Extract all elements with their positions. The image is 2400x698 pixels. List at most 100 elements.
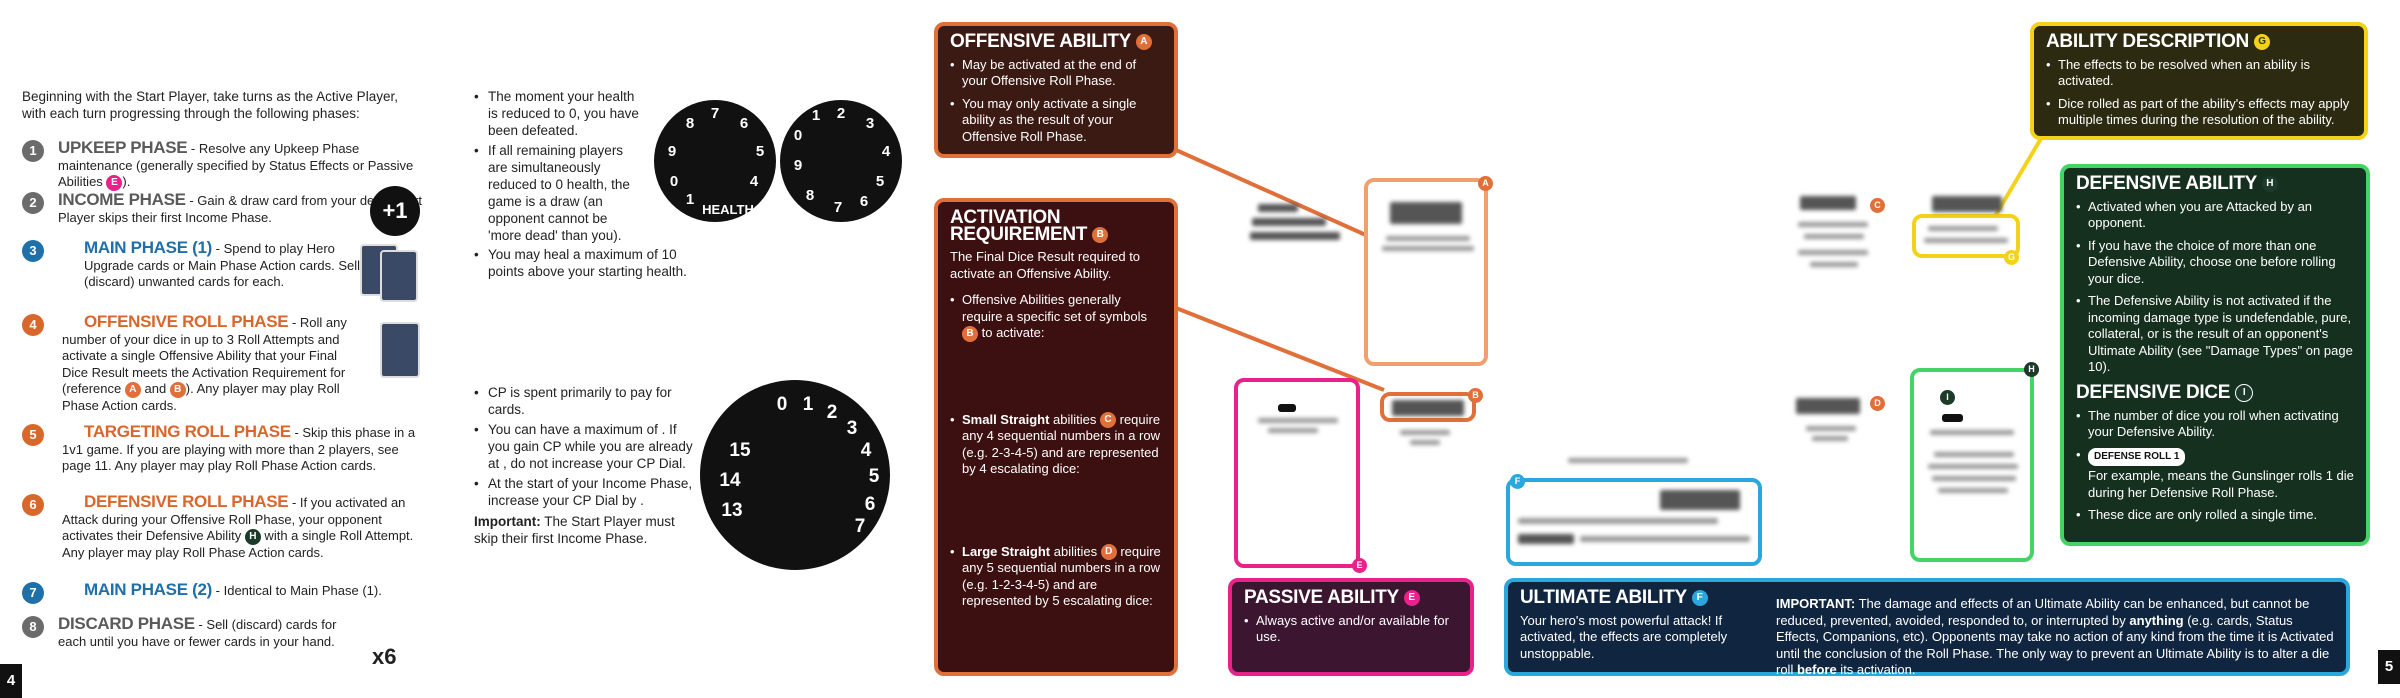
blurred-ultimate-label (1518, 534, 1574, 544)
defensive-dice-bullet: These dice are only rolled a single time… (2076, 507, 2354, 524)
blurred-text (1258, 418, 1338, 423)
phase-discard: 8 DISCARD PHASE - Sell (discard) cards f… (22, 614, 362, 650)
phase-offensive-roll: 4 OFFENSIVE ROLL PHASE - Roll any number… (22, 313, 362, 414)
svg-text:5: 5 (876, 173, 884, 190)
blurred-text (1928, 464, 2018, 469)
svg-text:4: 4 (882, 143, 891, 160)
defensive-bullet: The Defensive Ability is not activated i… (2076, 293, 2354, 376)
blurred-text (1934, 452, 2014, 457)
activation-bullet-tail: to activate: (978, 325, 1045, 341)
cp-bullet: At the start of your Income Phase, incre… (474, 475, 694, 509)
badge-g-icon: G (2253, 34, 2270, 50)
defensive-ability-outline (1910, 368, 2034, 562)
svg-text:0: 0 (777, 394, 788, 415)
defensive-ability-box: DEFENSIVE ABILITY H Activated when you a… (2060, 164, 2370, 546)
cp-important-text: The Start Player must skip their first I… (474, 514, 675, 546)
cp-important-label: Important: (474, 514, 541, 529)
health-bullet: If all remaining players are simultaneou… (474, 142, 644, 244)
description-bullet: The effects to be resolved when an abili… (2046, 57, 2352, 90)
phase-number: 1 (22, 140, 44, 162)
blurred-text (1568, 458, 1688, 463)
phase-targeting-roll: 5 TARGETING ROLL PHASE - Skip this phase… (22, 423, 422, 475)
ultimate-text: Your hero's most powerful attack! If act… (1520, 612, 1728, 661)
blurred-dice (1392, 400, 1464, 416)
badge-c-icon: C (1100, 412, 1116, 429)
blurred-text (1812, 436, 1848, 441)
blurred-text (1938, 488, 2008, 493)
passive-title: PASSIVE ABILITY (1244, 587, 1399, 609)
activation-bullet-text: Offensive Abilities generally require a … (962, 292, 1147, 324)
card-icon (380, 250, 418, 302)
badge-e-icon: E (106, 174, 123, 191)
phase-number: 4 (22, 314, 44, 336)
badge-c-icon: C (1870, 198, 1885, 213)
small-straight-mid: abilities (1049, 411, 1100, 427)
activation-requirement-outline (1380, 392, 1476, 422)
badge-i-icon: I (1940, 390, 1955, 405)
phase-text: - Resolve any Upkeep Phase maintenance (… (58, 141, 414, 189)
phase-number: 3 (22, 240, 44, 262)
ability-description-box: ABILITY DESCRIPTION G The effects to be … (2030, 22, 2368, 140)
phase-upkeep: 1 UPKEEP PHASE - Resolve any Upkeep Phas… (22, 138, 422, 191)
blurred-dice (1660, 490, 1740, 510)
blurred-dice (1390, 202, 1462, 224)
phase-text: - Skip this phase in a 1v1 game. If you … (62, 425, 416, 473)
phase-text: - Roll any number of your dice in up to … (62, 315, 347, 396)
blurred-dice (1932, 196, 2002, 212)
phase-text-tail: ). (122, 174, 131, 189)
ultimate-important: IMPORTANT: The damage and effects of an … (1776, 596, 2336, 679)
large-straight-mid: abilities (1050, 543, 1101, 559)
svg-text:15: 15 (729, 440, 751, 461)
phase-name: UPKEEP PHASE (58, 138, 188, 157)
badge-f-icon: F (1510, 474, 1525, 489)
passive-bullet: Always active and/or available for use. (1244, 613, 1458, 646)
badge-d-icon: D (1100, 544, 1117, 561)
phase-text: - Sell (discard) cards for each until yo… (58, 617, 337, 649)
svg-text:8: 8 (686, 115, 694, 132)
phase-text: - Gain & draw card from your deck. Start… (58, 193, 422, 225)
passive-ability-outline (1234, 378, 1360, 568)
plus-one-cp-icon: +1 (370, 186, 420, 236)
blurred-text (1928, 226, 1998, 231)
defensive-bullet: Activated when you are Attacked by an op… (2076, 199, 2354, 232)
badge-b-icon: B (962, 325, 978, 342)
description-bullet: Dice rolled as part of the ability's eff… (2046, 96, 2352, 129)
health-label: HEALTH (702, 202, 754, 217)
health-bullets: The moment your health is reduced to 0, … (474, 88, 644, 247)
svg-text:7: 7 (855, 516, 866, 537)
phase-defensive-roll: 6 DEFENSIVE ROLL PHASE - If you activate… (22, 493, 422, 561)
phase-text: - If you activated an Attack during your… (62, 495, 406, 543)
blurred-text (1250, 232, 1340, 240)
ultimate-left: ULTIMATE ABILITY F Your hero's most powe… (1520, 587, 1780, 662)
phase-name: DISCARD PHASE (58, 614, 195, 633)
svg-text:6: 6 (860, 193, 868, 210)
blurred-text (1258, 204, 1298, 212)
blurred-text (1924, 238, 2008, 243)
ultimate-title: ULTIMATE ABILITY (1520, 587, 1687, 609)
badge-e-icon: E (1352, 558, 1367, 573)
large-straight-label: Large Straight (962, 543, 1051, 559)
ultimate-important-label: IMPORTANT: (1776, 596, 1856, 611)
blurred-text (1410, 440, 1440, 445)
page-number-right: 5 (2378, 650, 2400, 684)
ultimate-ability-outline (1506, 478, 1762, 566)
cp-important: Important: The Start Player must skip th… (474, 513, 694, 547)
defensive-dice-title: DEFENSIVE DICE (2076, 381, 2231, 403)
offensive-ability-box: OFFENSIVE ABILITY A May be activated at … (934, 22, 1178, 158)
activation-bullet-small-straight: Small Straight abilities C require any 4… (950, 412, 1162, 478)
svg-text:7: 7 (834, 199, 842, 216)
cp-bullet: You can have a maximum of . If you gain … (474, 421, 694, 472)
svg-text:2: 2 (827, 402, 838, 423)
intro-text: Beginning with the Start Player, take tu… (22, 89, 398, 121)
blurred-text (1930, 430, 2014, 435)
badge-b-icon: B (1468, 388, 1483, 403)
ultimate-important-text: The damage and effects of an Ultimate Ab… (1776, 596, 2310, 628)
blurred-dice (1796, 398, 1860, 414)
svg-text:1: 1 (803, 394, 814, 415)
ultimate-before: before (1796, 662, 1837, 677)
blurred-text (1382, 246, 1474, 251)
